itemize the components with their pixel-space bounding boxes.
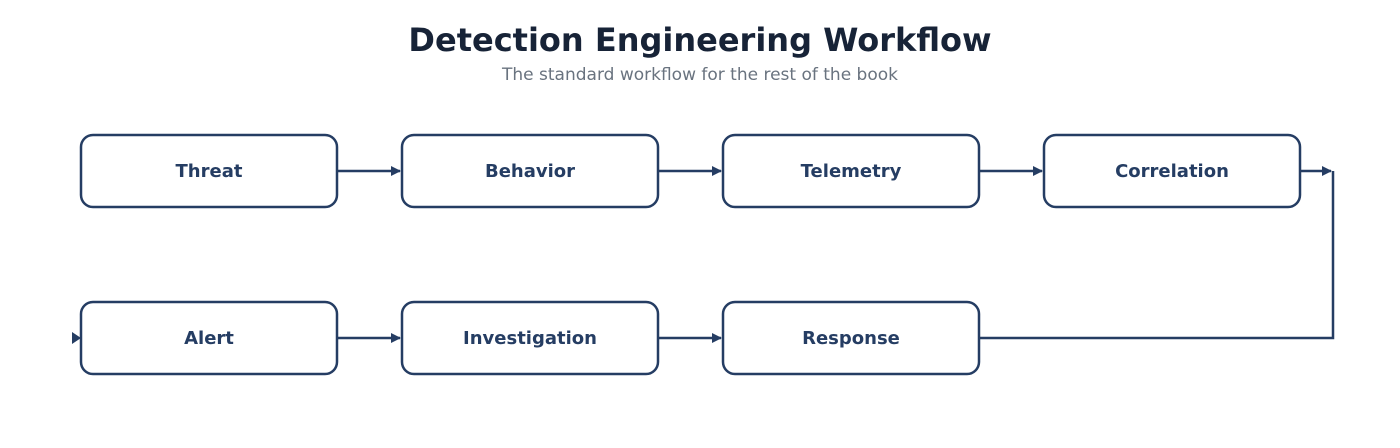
step-correlation: Correlation xyxy=(1042,133,1302,209)
diagram-subtitle: The standard workflow for the rest of th… xyxy=(502,65,898,85)
step-label: Correlation xyxy=(1115,161,1229,182)
step-label: Investigation xyxy=(463,328,597,349)
connector-into-alert xyxy=(72,332,81,344)
step-investigation: Investigation xyxy=(400,300,660,376)
step-behavior: Behavior xyxy=(400,133,660,209)
step-label: Behavior xyxy=(485,161,575,182)
step-label: Threat xyxy=(176,161,243,182)
diagram-title: Detection Engineering Workflow xyxy=(408,21,992,59)
step-response: Response xyxy=(721,300,981,376)
step-label: Alert xyxy=(184,328,234,349)
step-threat: Threat xyxy=(79,133,339,209)
step-telemetry: Telemetry xyxy=(721,133,981,209)
step-alert: Alert xyxy=(79,300,339,376)
connector-response-wrap xyxy=(980,171,1335,340)
step-label: Response xyxy=(802,328,900,349)
step-label: Telemetry xyxy=(801,161,902,182)
